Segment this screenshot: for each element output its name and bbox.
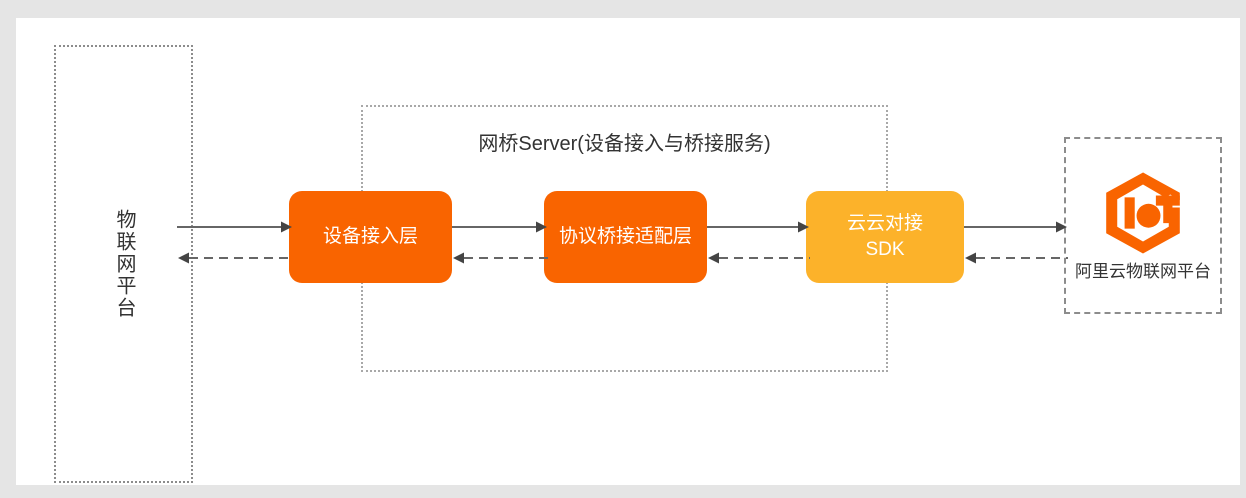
- left-iot-platform-panel: 物联网平台: [54, 45, 193, 483]
- box-device-access-label: 设备接入层: [322, 226, 418, 248]
- connector-sdk-to-cloud: [964, 219, 1068, 235]
- box-protocol-bridge[interactable]: 协议桥接适配层: [544, 191, 707, 283]
- bridge-server-title: 网桥Server(设备接入与桥接服务): [478, 133, 771, 155]
- right-panel-label: 阿里云物联网平台: [1075, 262, 1211, 282]
- box-cloud-sdk-label-line1: 云云对接: [846, 213, 923, 235]
- box-device-access[interactable]: 设备接入层: [289, 191, 452, 283]
- right-alicloud-iot-panel: 阿里云物联网平台: [1064, 137, 1222, 314]
- connector-bridge-to-device: [452, 250, 548, 266]
- diagram-canvas: 物联网平台 网桥Server(设备接入与桥接服务) 设备接入层 协议桥接适配层 …: [16, 18, 1240, 485]
- box-protocol-bridge-label: 协议桥接适配层: [558, 226, 692, 248]
- box-cloud-sdk-label-line2: SDK: [865, 239, 905, 260]
- connector-left-to-device: [177, 219, 293, 235]
- left-panel-label: 物联网平台: [113, 209, 135, 319]
- iot-hexagon-logo: [1106, 172, 1180, 254]
- connector-device-to-left: [177, 250, 293, 266]
- connector-sdk-to-bridge: [707, 250, 810, 266]
- connector-device-to-bridge: [452, 219, 548, 235]
- box-cloud-sdk[interactable]: 云云对接 SDK: [806, 191, 964, 283]
- connector-cloud-to-sdk: [964, 250, 1068, 266]
- connector-bridge-to-sdk: [707, 219, 810, 235]
- box-cloud-sdk-label: 云云对接 SDK: [847, 211, 923, 262]
